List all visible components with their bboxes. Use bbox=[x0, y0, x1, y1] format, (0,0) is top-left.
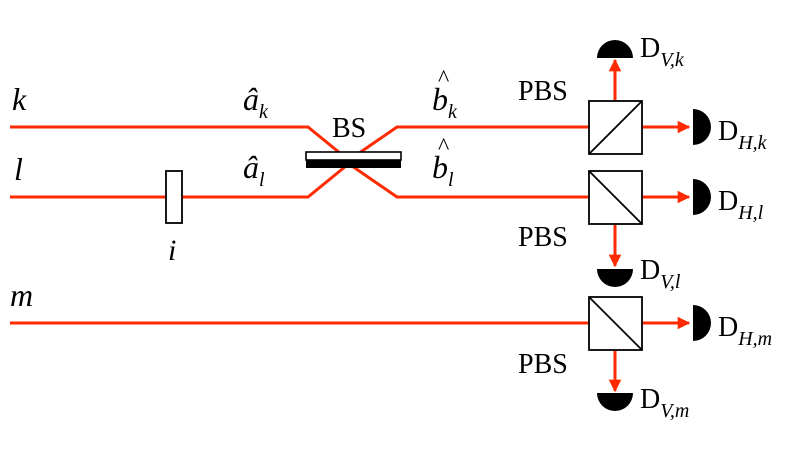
svg-text:bl: bl bbox=[432, 149, 454, 191]
operator-b-k: bk ^ bbox=[432, 66, 458, 123]
plate-label: i bbox=[168, 234, 176, 267]
mode-label-l: l bbox=[14, 151, 23, 187]
detector-hk-icon bbox=[693, 109, 711, 145]
detector-label-hk: DH,k bbox=[718, 116, 768, 154]
detector-hm-icon bbox=[693, 305, 711, 341]
pbs-label-m: PBS bbox=[518, 349, 568, 380]
detector-label-hl: DH,l bbox=[718, 186, 764, 224]
operator-b-l: bl ^ bbox=[432, 134, 454, 191]
pbs-cube-l bbox=[588, 170, 643, 225]
svg-text:^: ^ bbox=[438, 66, 449, 92]
pbs-cube-m bbox=[588, 296, 643, 351]
beam-k-input bbox=[10, 125, 347, 160]
beam-splitter bbox=[305, 151, 402, 168]
detector-label-vk: DV,k bbox=[640, 33, 685, 71]
svg-text:bk: bk bbox=[432, 81, 458, 123]
mode-label-k: k bbox=[12, 81, 27, 117]
detector-label-hm: DH,m bbox=[718, 312, 772, 350]
wave-plate bbox=[165, 170, 183, 224]
mode-label-m: m bbox=[10, 277, 33, 313]
pbs-label-l: PBS bbox=[518, 222, 568, 253]
detector-label-vl: DV,l bbox=[640, 255, 681, 293]
beam-l-input bbox=[10, 164, 347, 199]
detector-vm-icon bbox=[597, 393, 633, 411]
bs-label: BS bbox=[332, 113, 366, 144]
pbs-cube-k bbox=[588, 100, 643, 155]
detector-label-vm: DV,m bbox=[640, 384, 689, 422]
detector-vk-icon bbox=[597, 40, 633, 58]
operator-a-k: âk bbox=[243, 81, 269, 123]
svg-text:^: ^ bbox=[438, 134, 449, 160]
detector-vl-icon bbox=[597, 269, 633, 287]
detector-hl-icon bbox=[693, 179, 711, 215]
operator-a-l: âl bbox=[243, 149, 265, 191]
pbs-label-k: PBS bbox=[518, 76, 568, 107]
